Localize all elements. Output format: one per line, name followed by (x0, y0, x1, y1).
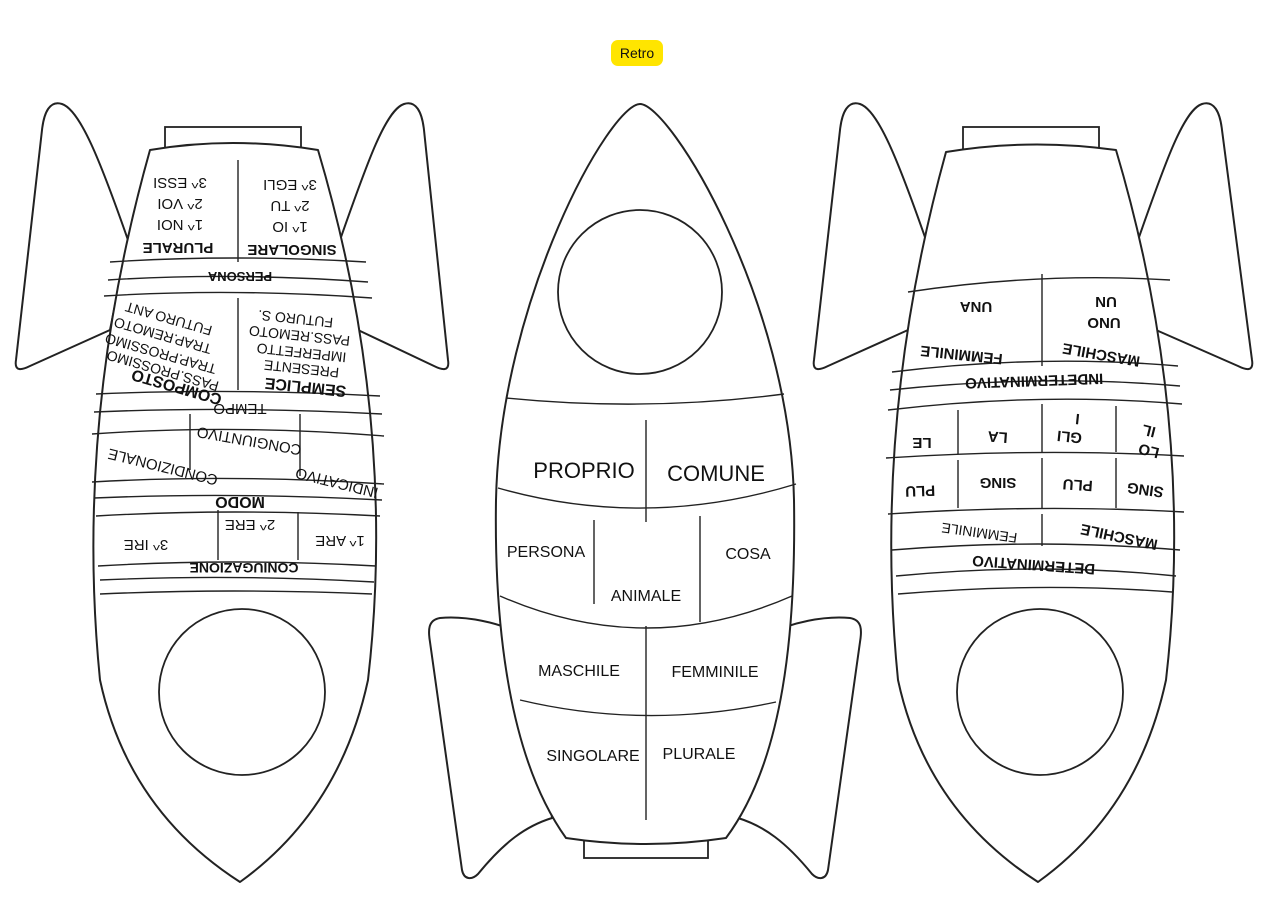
det-i: I (1075, 410, 1081, 427)
det-il: IL (1140, 421, 1157, 441)
center-proprio: PROPRIO (533, 458, 634, 483)
center-persona: PERSONA (507, 544, 586, 561)
left-rocket-fin-left (14, 102, 129, 371)
retro-button[interactable]: Retro (611, 40, 663, 66)
center-plurale: PLURALE (663, 746, 736, 763)
persona-plur-2: 2^ VOI (157, 195, 202, 212)
center-rocket: PROPRIO COMUNE PERSONA ANIMALE COSA MASC… (428, 103, 862, 880)
persona-sing-1: 1^ IO (272, 218, 307, 235)
semplice-1: PRESENTE (263, 357, 340, 381)
plurale-title: PLURALE (143, 239, 214, 256)
center-femminile: FEMMINILE (671, 664, 758, 681)
left-rocket-window (158, 608, 326, 776)
center-cosa: COSA (725, 546, 771, 563)
persona-sing-3: 3^ EGLI (263, 176, 317, 193)
center-maschile: MASCHILE (538, 663, 620, 680)
indet-una: UNA (960, 298, 993, 315)
singolare-title: SINGOLARE (247, 241, 336, 258)
persona-title: PERSONA (207, 269, 272, 284)
center-rocket-window (557, 209, 723, 375)
right-rocket-fin-right (1137, 102, 1254, 371)
persona-sing-2: 2^ TU (270, 197, 309, 214)
det-num-4: PLU (905, 481, 936, 499)
coniugazione-1: 1^ ARE (315, 532, 365, 549)
left-rocket-fin-right (339, 102, 450, 371)
center-singolare: SINGOLARE (546, 748, 639, 765)
det-gli: GLI (1056, 427, 1083, 447)
det-num-1: SING (1126, 478, 1165, 500)
right-rocket-fin-left (812, 102, 927, 371)
right-rocket-window (956, 608, 1124, 776)
det-le: LE (912, 434, 931, 451)
indet-uno: UNO (1087, 314, 1121, 331)
semplice-4: FUTURO S. (257, 307, 334, 331)
coniugazione-title: CONIUGAZIONE (190, 560, 299, 576)
coniugazione-2: 2^ ERE (225, 516, 275, 533)
modo-title: MODO (215, 493, 265, 510)
det-lo: LO (1136, 440, 1161, 462)
persona-plur-3: 3^ ESSI (153, 174, 207, 191)
left-rocket: PERSONA SINGOLARE 1^ IO 2^ TU 3^ EGLI PL… (14, 102, 450, 883)
det-la: LA (987, 427, 1008, 445)
coniugazione-3: 3^ IRE (124, 536, 169, 553)
center-comune: COMUNE (667, 461, 765, 486)
center-animale: ANIMALE (611, 588, 681, 605)
det-num-2: PLU (1062, 475, 1093, 494)
persona-plur-1: 1^ NOI (157, 216, 203, 233)
right-rocket: UN UNO MASCHILE UNA FEMMINILE INDETERMIN… (812, 102, 1254, 883)
tempo-title: TEMPO (213, 400, 266, 417)
indeterminativo-title: INDETERMINATIVO (965, 370, 1104, 392)
det-num-3: SING (980, 474, 1017, 491)
indet-un: UN (1095, 293, 1117, 310)
